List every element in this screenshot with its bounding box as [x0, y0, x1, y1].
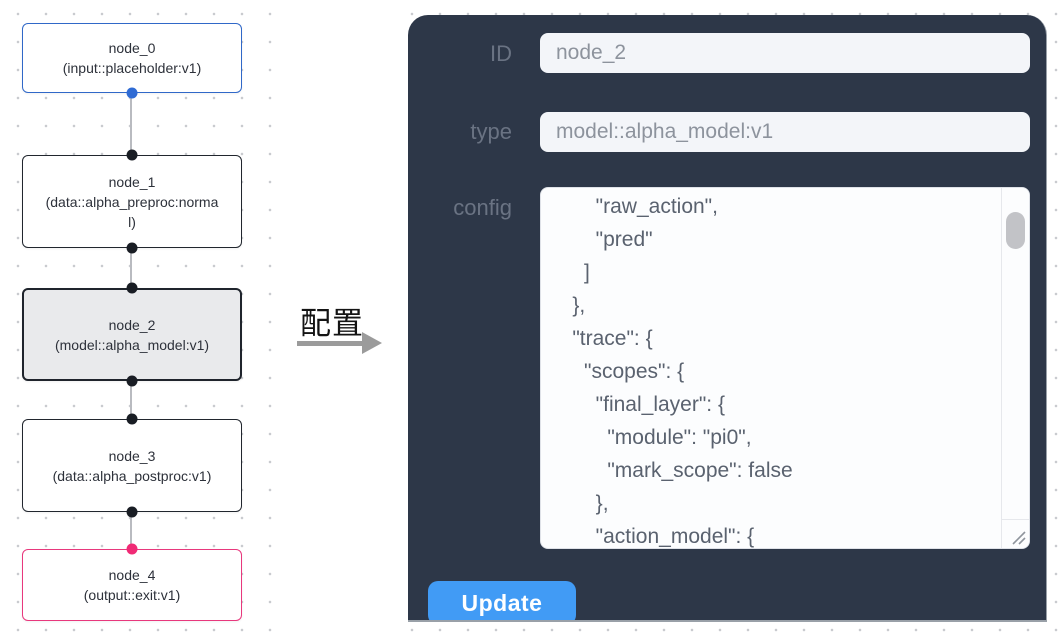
edge-node2-node3 [130, 381, 132, 419]
port-node2-top[interactable] [126, 282, 138, 294]
configure-annotation-label: 配置 [300, 306, 364, 341]
node-title: node_4 [108, 567, 156, 583]
port-node1-bottom[interactable] [126, 242, 138, 254]
id-field-label: ID [490, 41, 512, 66]
node-type-label: (input::placeholder:v1) [62, 60, 202, 76]
id-input[interactable] [540, 33, 1030, 73]
port-node0-bottom[interactable] [126, 87, 138, 99]
edge-node3-node4 [130, 512, 132, 549]
update-button[interactable]: Update [428, 581, 576, 620]
port-node3-bottom[interactable] [126, 506, 138, 518]
resize-handle-icon[interactable] [1009, 528, 1027, 546]
flow-node-node_3[interactable]: node_3 (data::alpha_postproc:v1) [22, 419, 242, 512]
node-type-label: (output::exit:v1) [83, 587, 181, 603]
node-type-label: (model::alpha_model:v1) [54, 336, 210, 353]
flow-node-node_2-selected[interactable]: node_2 (model::alpha_model:v1) [22, 288, 242, 381]
node-type-label: (data::alpha_postproc:v1) [52, 467, 212, 484]
port-node1-top[interactable] [126, 149, 138, 161]
config-textarea[interactable]: "raw_action", "pred" ] }, "trace": { "sc… [540, 187, 1030, 549]
node-title: node_3 [108, 447, 156, 464]
port-node3-top[interactable] [126, 413, 138, 425]
edge-node1-node2 [130, 248, 132, 288]
config-scrollbar-corner [1001, 519, 1029, 548]
port-node4-top[interactable] [126, 543, 138, 555]
flow-node-node_1[interactable]: node_1 (data::alpha_preproc:normal) [22, 155, 242, 248]
config-scrollbar-track[interactable] [1001, 188, 1029, 519]
node-type-label: (data::alpha_preproc:normal) [45, 193, 219, 230]
node-title: node_0 [108, 40, 156, 56]
config-scrollbar-thumb[interactable] [1006, 212, 1025, 249]
port-node2-bottom[interactable] [126, 375, 138, 387]
type-input[interactable] [540, 112, 1030, 152]
flow-node-node_4[interactable]: node_4 (output::exit:v1) [22, 549, 242, 621]
type-field-label: type [470, 119, 512, 144]
node-title: node_1 [108, 173, 156, 190]
flow-node-node_0[interactable]: node_0 (input::placeholder:v1) [22, 23, 242, 93]
config-field-label: config [453, 195, 512, 220]
edge-node0-node1 [130, 93, 132, 155]
node-title: node_2 [108, 316, 156, 333]
config-json-content[interactable]: "raw_action", "pred" ] }, "trace": { "sc… [572, 195, 793, 548]
arrow-right-icon [362, 332, 382, 354]
node-config-panel: ID type config "raw_action", "pred" ] },… [408, 15, 1047, 622]
arrow-shaft [297, 341, 363, 346]
